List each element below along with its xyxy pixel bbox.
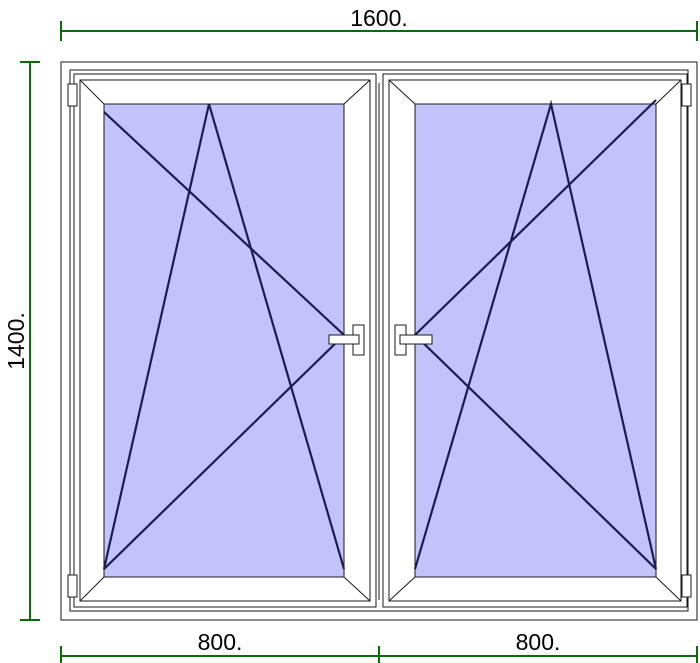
sash-right-handle-icon[interactable] xyxy=(394,324,433,356)
dimension-bottom-right-label: 800. xyxy=(516,629,561,655)
sash-left-hinge-bottom xyxy=(67,574,78,598)
sash-right-glass xyxy=(414,103,657,578)
sash-right-tilt-symbol xyxy=(413,99,658,570)
sash-left-handle-lever xyxy=(328,334,360,345)
sash-right-bevel xyxy=(388,79,416,105)
dimension-bottom: 800. 800. xyxy=(60,629,698,663)
sash-right-bevel xyxy=(388,576,416,602)
dimension-left: 1400. xyxy=(3,61,40,621)
dimension-bottom-left-label: 800. xyxy=(198,629,243,655)
dimension-top: 1600. xyxy=(60,5,698,41)
sash-right xyxy=(382,73,692,608)
sash-right-hinge-bottom xyxy=(681,574,692,598)
dimension-top-label: 1600. xyxy=(350,5,408,31)
sash-left-hinge-top xyxy=(67,83,78,107)
sash-left-handle-icon[interactable] xyxy=(328,324,365,356)
sash-left xyxy=(67,73,377,608)
dimension-left-label: 1400. xyxy=(3,312,29,370)
sash-right-bevel xyxy=(655,79,682,105)
sash-left-glass xyxy=(103,103,345,578)
sash-left-tilt-symbol xyxy=(102,103,346,570)
sash-left-bevel xyxy=(79,79,105,105)
sash-right-bevel xyxy=(655,576,682,602)
sash-left-bevel xyxy=(79,576,105,602)
sash-right-handle-lever xyxy=(399,334,433,345)
sash-right-hinge-top xyxy=(681,83,692,107)
sash-left-bevel xyxy=(343,79,371,105)
sash-left-bevel xyxy=(343,576,371,602)
